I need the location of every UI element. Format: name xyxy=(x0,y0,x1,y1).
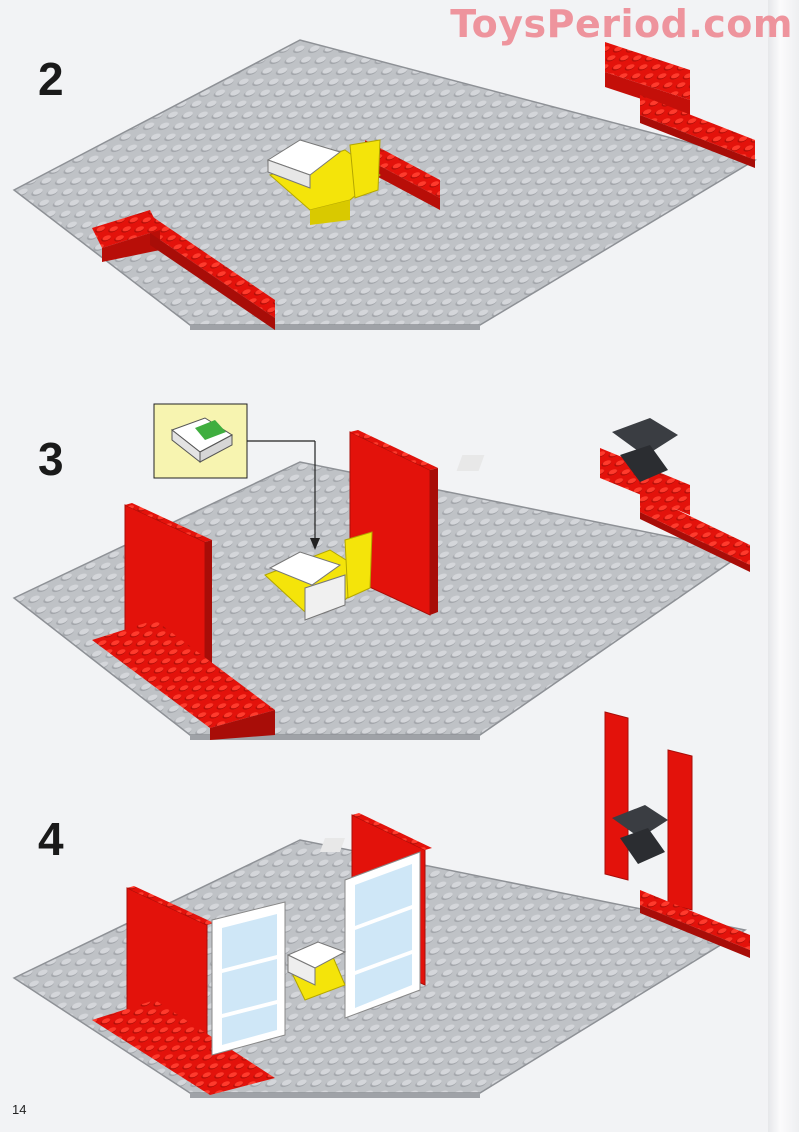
red-brick-icon xyxy=(92,210,275,330)
telephone-icon xyxy=(456,418,678,482)
page-number: 14 xyxy=(12,1102,27,1117)
watermark: ToysPeriod.com xyxy=(450,2,793,46)
telephone-icon xyxy=(319,805,668,864)
step-3-scene xyxy=(12,403,750,740)
red-brick-icon xyxy=(365,140,440,210)
yellow-chair-icon xyxy=(269,139,381,225)
cash-register-icon xyxy=(266,139,342,189)
cash-register-icon xyxy=(268,551,346,621)
step-number-2: 2 xyxy=(38,53,64,105)
red-brick-icon xyxy=(605,42,755,168)
step-number-4: 4 xyxy=(38,813,64,865)
cash-register-callout xyxy=(153,403,320,550)
window-frame-icon xyxy=(211,901,286,1056)
window-frame-icon xyxy=(344,851,421,1019)
step-2-scene xyxy=(12,39,757,330)
page-fold xyxy=(768,0,799,1132)
red-brick-icon xyxy=(92,503,275,740)
red-brick-icon xyxy=(92,886,275,1095)
step-4-scene xyxy=(12,711,750,1098)
step-number-3: 3 xyxy=(38,433,64,485)
cash-register-icon xyxy=(286,941,347,986)
red-brick-icon xyxy=(600,448,750,572)
